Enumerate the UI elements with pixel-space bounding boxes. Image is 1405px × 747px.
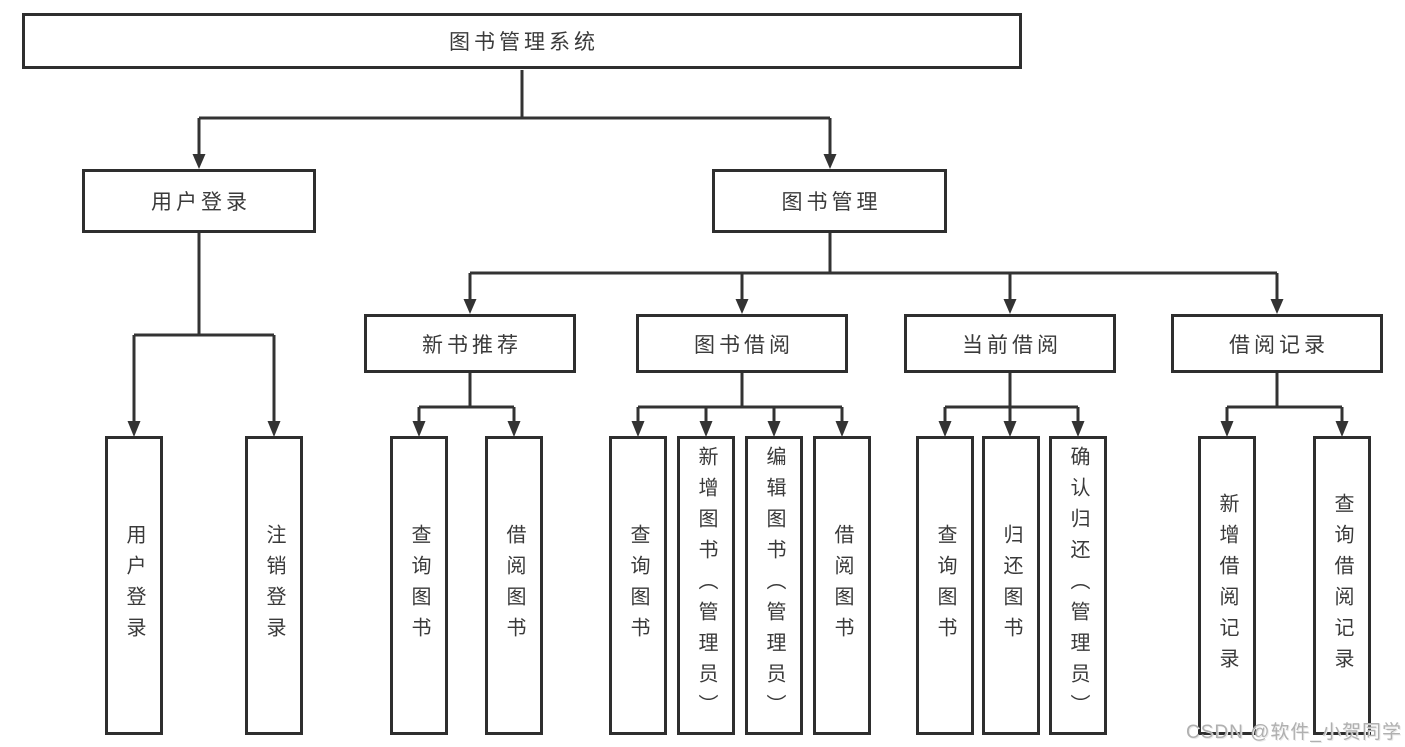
leaf-query-borrow-record: 查询借阅记录: [1313, 436, 1371, 735]
node-new-book-recommend: 新书推荐: [364, 314, 576, 373]
leaf-query-book-borrow: 查询图书: [609, 436, 667, 735]
node-user-login: 用户登录: [82, 169, 316, 233]
node-user-login-label: 用户登录: [151, 191, 251, 214]
connector-user-login-children: [127, 233, 281, 437]
leaf-return-book: 归还图书: [982, 436, 1040, 735]
node-new-book-recommend-label: 新书推荐: [422, 333, 522, 357]
leaf-add-book-admin: 新增图书（管理员）: [677, 436, 735, 735]
node-current-borrow: 当前借阅: [904, 314, 1116, 373]
leaf-query-book-recommend: 查询图书: [390, 436, 448, 735]
leaf-add-borrow-record: 新增借阅记录: [1198, 436, 1256, 735]
leaf-borrow-book-recommend-label: 借阅图书: [503, 523, 525, 648]
leaf-return-book-label: 归还图书: [1000, 523, 1022, 648]
leaf-user-login-label: 用户登录: [123, 523, 145, 648]
leaf-query-book-current: 查询图书: [916, 436, 974, 735]
leaf-add-borrow-record-label: 新增借阅记录: [1216, 492, 1238, 679]
leaf-logout-label: 注销登录: [263, 523, 285, 648]
node-book-management: 图书管理: [712, 169, 947, 233]
connector-borrow-records-children: [1220, 373, 1349, 437]
leaf-confirm-return-admin: 确认归还（管理员）: [1049, 436, 1107, 735]
leaf-edit-book-admin-label: 编辑图书（管理员）: [763, 446, 785, 725]
leaf-logout: 注销登录: [245, 436, 303, 735]
leaf-query-book-borrow-label: 查询图书: [627, 523, 649, 648]
leaf-add-book-admin-label: 新增图书（管理员）: [695, 446, 717, 725]
connector-book-borrow-children: [631, 373, 849, 437]
leaf-query-book-recommend-label: 查询图书: [408, 523, 430, 648]
csdn-watermark: CSDN @软件_小贺同学: [1186, 722, 1402, 743]
node-root-system: 图书管理系统: [22, 13, 1022, 69]
leaf-query-book-current-label: 查询图书: [934, 523, 956, 648]
leaf-borrow-book: 借阅图书: [813, 436, 871, 735]
node-current-borrow-label: 当前借阅: [962, 333, 1062, 357]
leaf-edit-book-admin: 编辑图书（管理员）: [745, 436, 803, 735]
leaf-user-login: 用户登录: [105, 436, 163, 735]
node-book-management-label: 图书管理: [781, 191, 882, 214]
leaf-borrow-book-label: 借阅图书: [831, 523, 853, 648]
connector-book-management-children: [463, 233, 1284, 314]
connector-root-to-level2: [192, 70, 837, 169]
leaf-query-borrow-record-label: 查询借阅记录: [1331, 492, 1353, 679]
node-borrow-records-label: 借阅记录: [1229, 333, 1329, 357]
connector-new-book-recommend-children: [412, 373, 521, 437]
connector-current-borrow-children: [938, 373, 1085, 437]
node-book-borrow-label: 图书借阅: [694, 333, 794, 357]
leaf-confirm-return-admin-label: 确认归还（管理员）: [1067, 446, 1089, 725]
node-root-system-label: 图书管理系统: [449, 31, 599, 54]
node-book-borrow: 图书借阅: [636, 314, 848, 373]
leaf-borrow-book-recommend: 借阅图书: [485, 436, 543, 735]
node-borrow-records: 借阅记录: [1171, 314, 1383, 373]
